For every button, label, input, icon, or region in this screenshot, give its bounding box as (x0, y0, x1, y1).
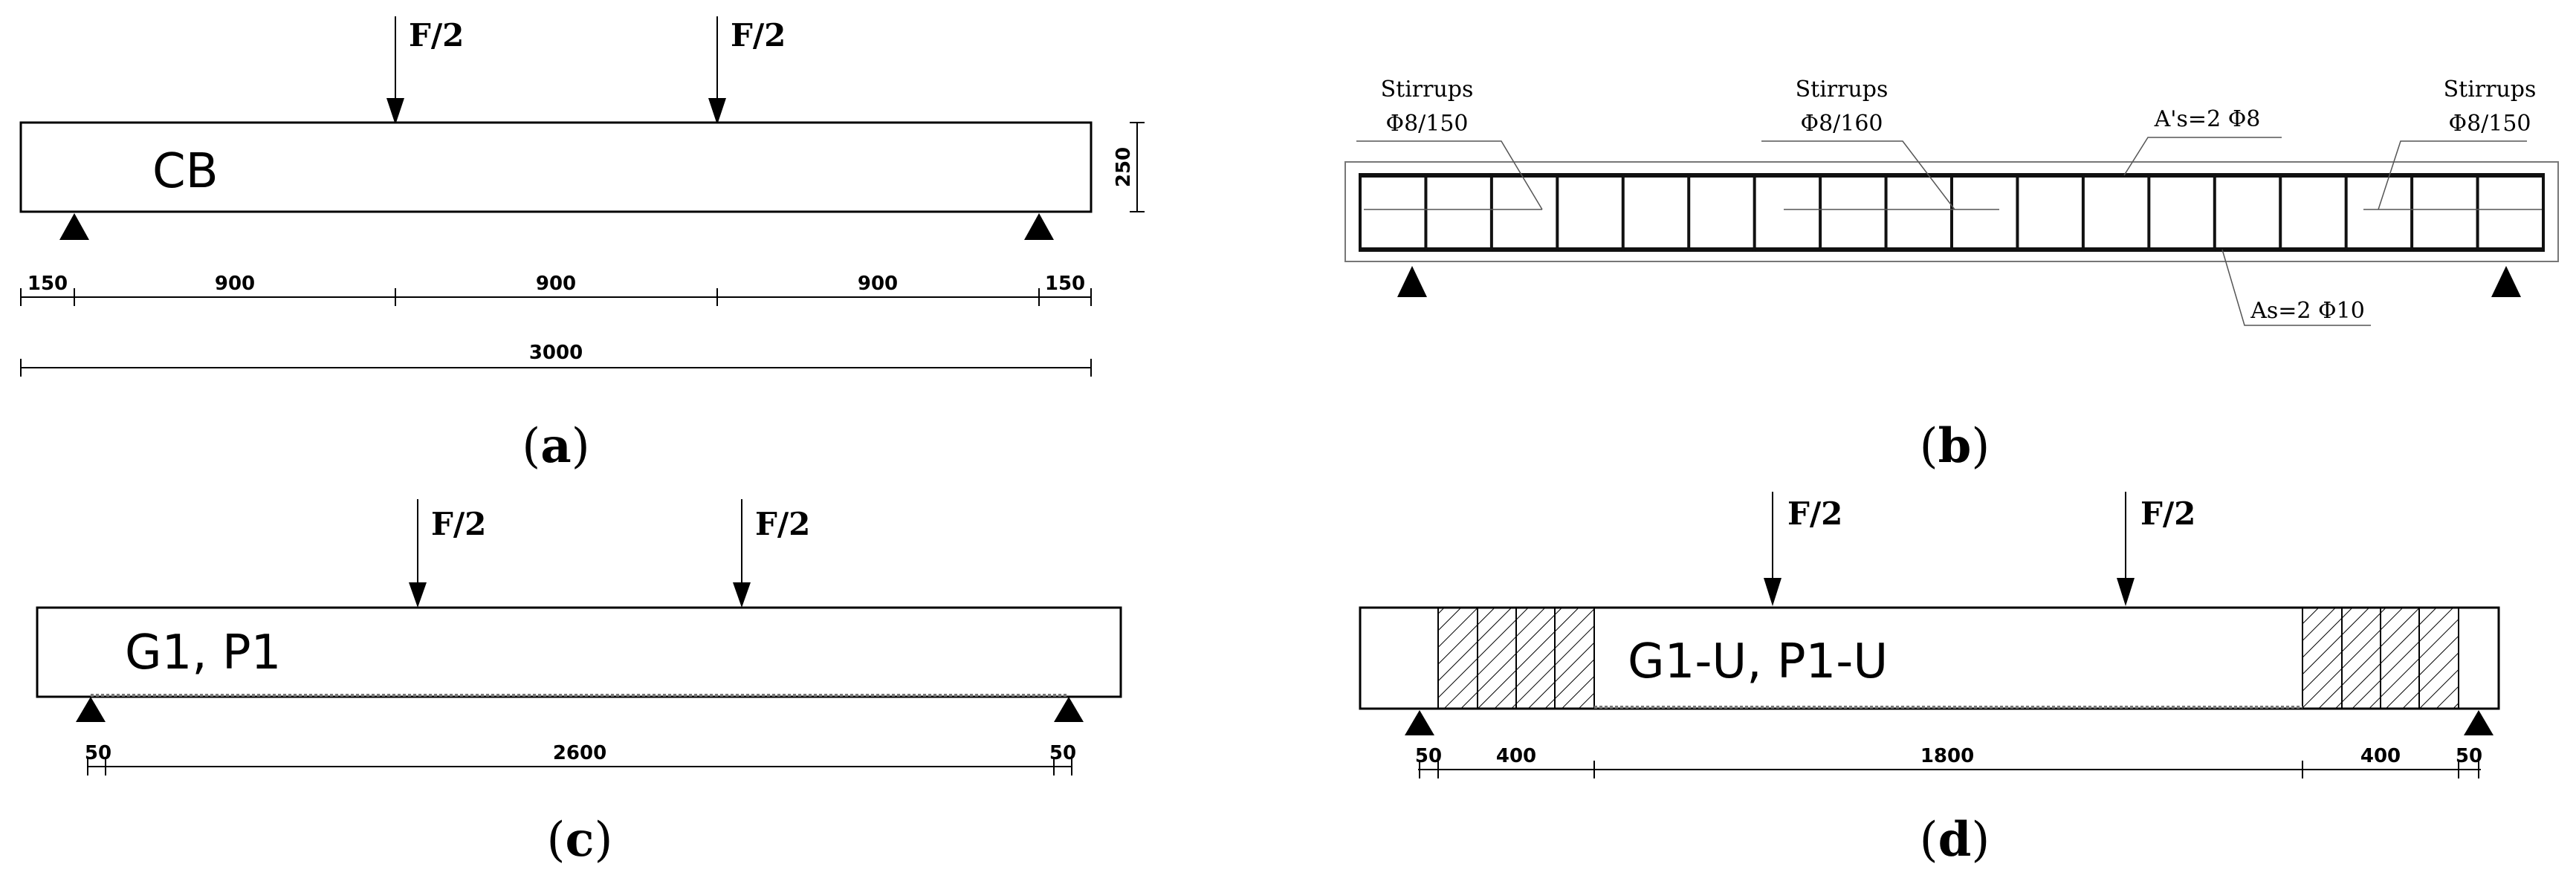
load-label-right: F/2 (2140, 495, 2195, 532)
dimension-line (1418, 761, 2481, 778)
support-left (59, 213, 89, 240)
u-wrap-right (2302, 607, 2459, 709)
panel-d: F/2 F/2 G1-U, P1-U (1359, 492, 2500, 868)
stirrups-right-spec: Φ8/150 (2448, 111, 2531, 137)
leader-stirrups-mid (1761, 140, 1955, 210)
panel-caption: (c) (547, 812, 613, 868)
dim-label: 900 (215, 273, 255, 295)
support-right (2464, 710, 2494, 735)
support-left (1405, 710, 1434, 735)
panel-caption: (b) (1920, 418, 1990, 474)
load-label-left: F/2 (409, 17, 464, 53)
support-right (2491, 266, 2521, 297)
dim-label: 400 (1496, 745, 1536, 767)
dim-label: 50 (1415, 745, 1442, 767)
beam-label: G1, P1 (125, 625, 281, 680)
support-left (76, 697, 106, 722)
leader-top-bars (2123, 137, 2282, 176)
dim-label: 150 (27, 273, 68, 295)
beam-outline (1344, 161, 2559, 262)
stirrups-mid-title: Stirrups (1796, 77, 1889, 103)
total-dim-label: 3000 (529, 342, 583, 364)
leader-bottom-bars (2221, 249, 2371, 326)
top-bars-label: A's=2 Φ8 (2154, 106, 2261, 132)
panel-caption: (a) (522, 418, 589, 474)
dim-label: 50 (85, 742, 111, 764)
stirrups-right-title: Stirrups (2444, 77, 2537, 103)
dim-label: 1800 (1920, 745, 1974, 767)
load-arrow-right (2117, 492, 2135, 606)
segment-dimension-line (20, 288, 1092, 306)
support-right (1024, 213, 1054, 240)
beam-label: CB (152, 144, 219, 199)
load-label-right: F/2 (755, 506, 810, 542)
panel-c: F/2 F/2 G1, P1 50 2600 50 (c) (36, 499, 1122, 868)
load-label-right: F/2 (731, 17, 786, 53)
load-label-left: F/2 (1787, 495, 1842, 532)
beam-label: G1-U, P1-U (1628, 634, 1888, 689)
support-left (1397, 266, 1427, 297)
dimension-line (87, 758, 1072, 775)
load-arrow-right (708, 16, 726, 125)
leader-stirrups-right (2378, 140, 2527, 210)
dim-label: 900 (858, 273, 898, 295)
stirrups-mid-spec: Φ8/160 (1800, 111, 1883, 137)
u-wrap-left (1437, 607, 1595, 709)
support-right (1054, 697, 1084, 722)
height-dim-label: 250 (1113, 147, 1135, 187)
load-arrow-right (733, 499, 751, 608)
dim-label: 400 (2360, 745, 2401, 767)
beam-g1-p1 (36, 606, 1122, 698)
reinforcement-cage (1359, 173, 2545, 252)
panel-b: Stirrups Φ8/150 Stirrups Φ8/160 Stirrups… (1344, 77, 2559, 474)
load-arrow-left (409, 499, 427, 608)
stirrups-left-spec: Φ8/150 (1385, 111, 1468, 137)
bottom-bars-label: As=2 Φ10 (2250, 298, 2365, 324)
dim-label: 150 (1045, 273, 1085, 295)
stirrups-left-title: Stirrups (1381, 77, 1474, 103)
beam-cb (19, 121, 1093, 213)
leader-stirrups-left (1356, 140, 1543, 210)
stirrups (1359, 173, 2545, 252)
total-dimension-line (20, 359, 1092, 377)
dim-label: 50 (1049, 742, 1076, 764)
height-dimension (1130, 122, 1145, 212)
load-label-left: F/2 (431, 506, 486, 542)
panel-a: F/2 F/2 CB 250 150 900 (19, 16, 1145, 474)
dim-label: 900 (536, 273, 576, 295)
dim-label: 2600 (553, 742, 606, 764)
dim-label: 50 (2456, 745, 2482, 767)
panel-caption: (d) (1920, 812, 1990, 868)
load-arrow-left (1764, 492, 1781, 606)
load-arrow-left (386, 16, 404, 125)
